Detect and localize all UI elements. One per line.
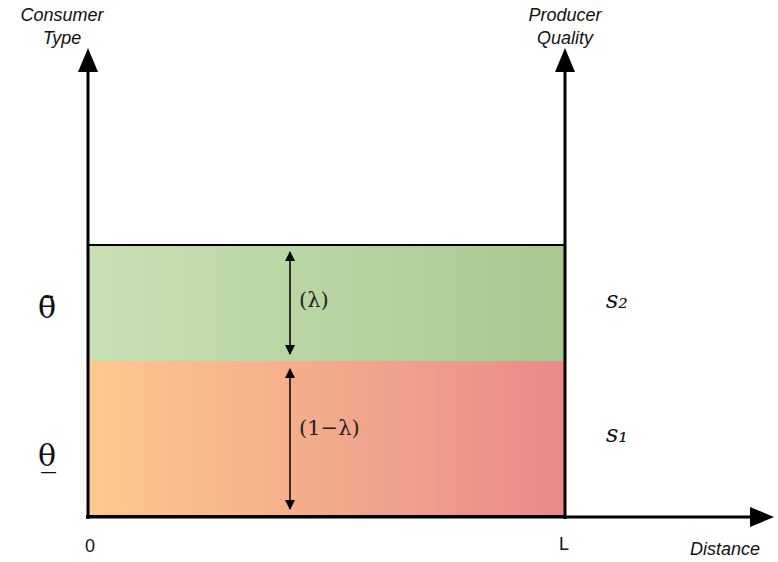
quality-symbol: s₁	[606, 420, 628, 448]
axis-tick: 0	[85, 536, 95, 557]
share-label: (λ)	[299, 288, 329, 312]
axis-title: Distance	[690, 538, 760, 561]
consumer-band: (1−λ)	[89, 361, 565, 516]
axis-line	[564, 70, 567, 519]
axis-title: Consumer Type	[12, 4, 112, 50]
quality-symbol: s₂	[606, 286, 628, 314]
type-symbol: θ̲	[38, 438, 56, 473]
consumer-band: (λ)	[89, 244, 565, 362]
axis-arrowhead	[750, 507, 774, 527]
axis-arrowhead	[555, 48, 575, 72]
type-symbol: θ̄	[38, 290, 56, 325]
double-arrow	[289, 369, 291, 509]
axis-line	[87, 70, 90, 519]
axis-line	[86, 516, 752, 519]
axis-tick: L	[559, 534, 569, 555]
double-arrow	[289, 252, 291, 354]
axis-title: Producer Quality	[515, 4, 615, 50]
share-label: (1−λ)	[299, 416, 360, 440]
axis-arrowhead	[78, 48, 98, 72]
